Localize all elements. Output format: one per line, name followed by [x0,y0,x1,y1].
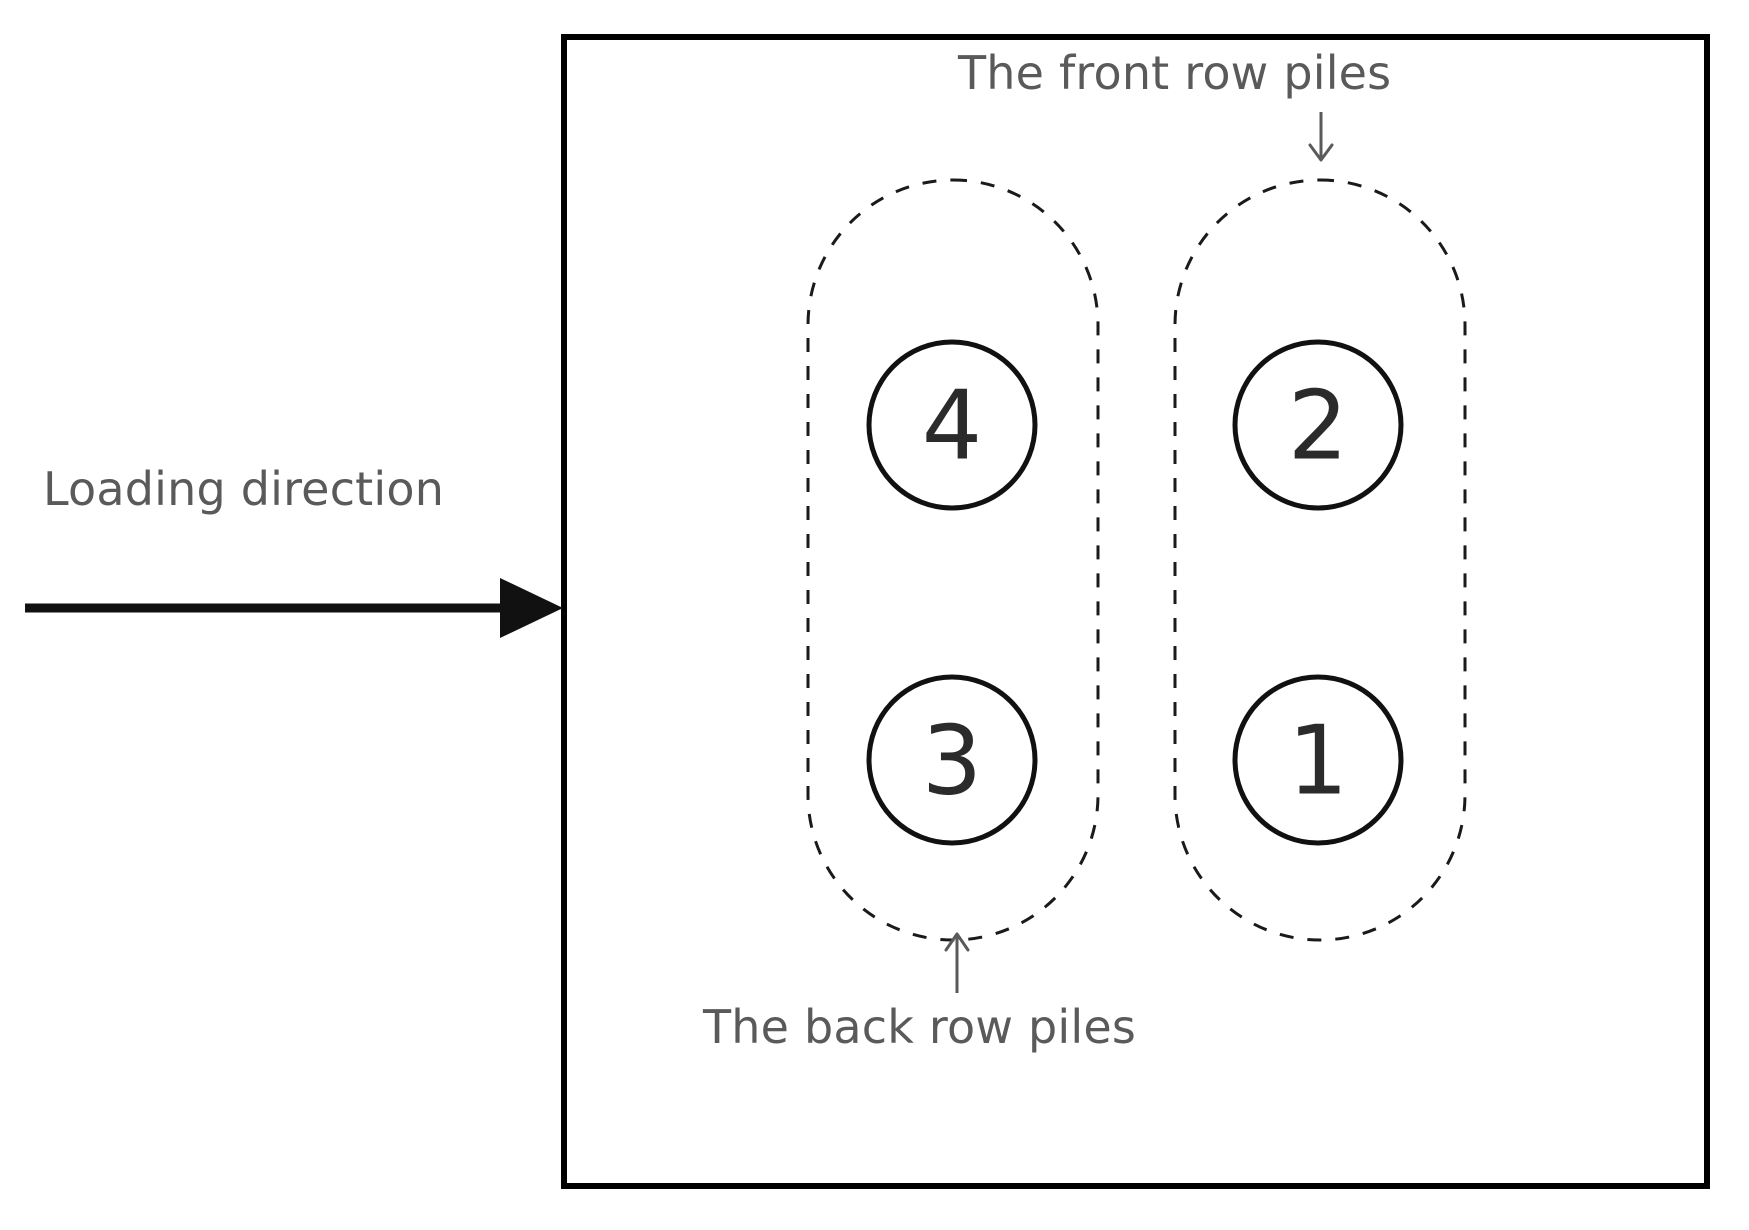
pile-circle-1 [1232,674,1404,846]
loading-direction-label: Loading direction [43,462,445,516]
pile-label-4: 4 [921,371,983,482]
pile-label-1: 1 [1287,706,1349,817]
pile-circle-3 [866,674,1038,846]
front-row-callout-head-icon [1308,143,1334,162]
pile-circle-4 [866,339,1038,511]
soil-domain-boundary [561,34,1710,1189]
pile-label-2: 2 [1287,371,1349,482]
pile-circle-2 [1232,339,1404,511]
front-row-group-outline [1173,178,1467,942]
loading-arrow-head [500,578,563,638]
back-row-callout-head-icon [944,932,970,952]
front-row-label: The front row piles [958,46,1392,100]
pile-label-3: 3 [921,706,983,817]
back-row-label: The back row piles [703,1000,1137,1054]
